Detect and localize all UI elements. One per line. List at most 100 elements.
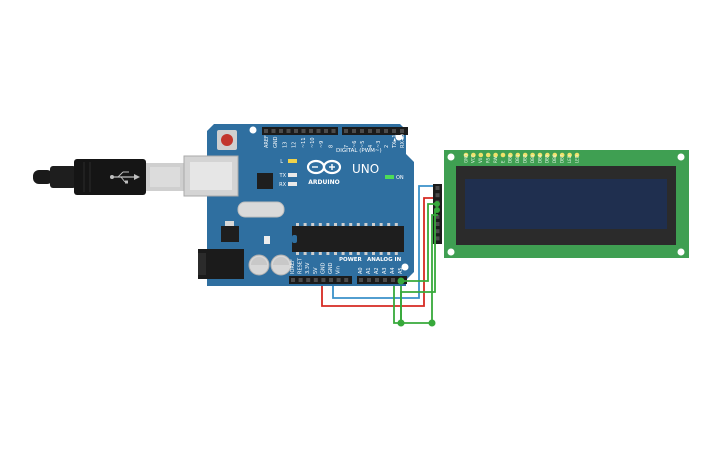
- lcd-mounting-hole: [677, 248, 685, 256]
- chip-pin: [394, 252, 398, 255]
- chip-pins-top: [296, 223, 398, 226]
- digital-pin-labels-right: 7 ~6 ~5 4 ~3 2 TX►1 RX◄0: [344, 134, 406, 149]
- usb-cable[interactable]: [33, 159, 184, 195]
- header-pin-hole[interactable]: [279, 129, 283, 133]
- lcd-mounting-hole: [447, 153, 455, 161]
- lcd-pin-pad[interactable]: [463, 152, 469, 158]
- header-pin-hole[interactable]: [291, 278, 295, 282]
- lcd-pin-pad[interactable]: [515, 152, 521, 158]
- mounting-hole: [249, 126, 257, 134]
- wire-node[interactable]: [434, 207, 440, 213]
- header-pin-hole[interactable]: [392, 129, 396, 133]
- capacitor-top: [251, 257, 267, 265]
- lcd-pin-pad[interactable]: [493, 152, 498, 158]
- side-header-pin-hole[interactable]: [435, 193, 440, 198]
- header-pin-hole[interactable]: [286, 129, 291, 133]
- header-pin-hole[interactable]: [391, 278, 395, 282]
- header-pin-hole[interactable]: [400, 129, 404, 133]
- header-pin-hole[interactable]: [375, 278, 379, 282]
- analog-header: [357, 276, 407, 284]
- pin-label-0: RX◄0: [400, 134, 406, 148]
- header-pin-hole[interactable]: [309, 129, 313, 133]
- header-pin-hole[interactable]: [316, 129, 321, 133]
- lcd-pin-label: GND: [463, 154, 468, 163]
- wires[interactable]: [321, 185, 440, 327]
- header-pin-hole[interactable]: [321, 278, 326, 282]
- led-rx-indicator: [288, 182, 297, 186]
- header-pin-hole[interactable]: [301, 129, 306, 133]
- wire-gnd-blue[interactable]: [332, 185, 433, 299]
- header-pin-hole[interactable]: [376, 129, 380, 133]
- header-pin-hole[interactable]: [367, 278, 371, 282]
- header-pin-hole[interactable]: [264, 129, 268, 133]
- usb-plug-metal-inner: [150, 167, 180, 187]
- chip-pin: [372, 223, 375, 226]
- lcd-pin-label: DB2: [523, 154, 528, 163]
- wire-5v-red[interactable]: [321, 197, 433, 307]
- lcd-pin-pad[interactable]: [471, 152, 476, 158]
- header-pin-hole[interactable]: [344, 278, 349, 282]
- side-header-pin-hole[interactable]: [435, 222, 440, 226]
- lcd-mounting-hole: [677, 153, 685, 161]
- lcd-pin-pad[interactable]: [485, 152, 491, 158]
- lcd-pin-pad[interactable]: [559, 152, 565, 158]
- chip-pin: [303, 223, 307, 226]
- header-pin-hole[interactable]: [352, 129, 356, 133]
- pin-label-2: 2: [384, 145, 390, 148]
- lcd-16x2-module[interactable]: GND VCC V0 RS RW E DB0 DB1 DB2 DB3 DB4 D…: [444, 150, 689, 258]
- lcd-pin-pad[interactable]: [567, 152, 572, 158]
- wire-node[interactable]: [434, 201, 440, 207]
- header-pin-hole[interactable]: [294, 129, 298, 133]
- header-pin-hole[interactable]: [360, 129, 364, 133]
- lcd-pin-pad[interactable]: [574, 152, 580, 158]
- header-pin-hole[interactable]: [313, 278, 318, 282]
- header-pin-hole[interactable]: [331, 129, 336, 133]
- digital-pin-labels-left: AREF GND 13 12 ~11 ~10 ~9 8: [264, 135, 334, 148]
- chip-pin: [387, 223, 391, 226]
- pin-label-a5: A5: [398, 267, 404, 274]
- dc-power-jack-front: [198, 253, 206, 275]
- header-pin-hole[interactable]: [324, 129, 328, 133]
- header-pin-hole[interactable]: [298, 278, 303, 282]
- lcd-pin-pad[interactable]: [530, 152, 535, 158]
- chip-pin: [296, 223, 299, 226]
- wire-node[interactable]: [397, 277, 405, 285]
- side-header-pin-hole[interactable]: [435, 186, 440, 190]
- side-header-pin-hole[interactable]: [435, 236, 440, 241]
- chip-pin: [318, 252, 322, 255]
- pin-label-a2: A2: [374, 267, 380, 274]
- lcd-pin-pad[interactable]: [478, 152, 484, 158]
- usb-symbol-icon: [110, 171, 140, 184]
- chip-pin: [311, 252, 315, 255]
- chip-pin: [341, 223, 345, 226]
- side-header-pin-hole[interactable]: [435, 229, 440, 234]
- pin-label-a0: A0: [358, 267, 364, 274]
- arduino-brand-label: ARDUINO: [308, 179, 339, 186]
- wire-sda-green[interactable]: [401, 203, 438, 282]
- header-pin-hole[interactable]: [306, 278, 311, 282]
- header-pin-hole[interactable]: [359, 278, 363, 282]
- lcd-pin-pad[interactable]: [508, 152, 513, 158]
- lcd-pin-pad[interactable]: [545, 152, 550, 158]
- side-header-pin-hole[interactable]: [435, 214, 440, 219]
- header-pin-hole[interactable]: [271, 129, 276, 133]
- chip-pin: [364, 223, 368, 226]
- header-pin-hole[interactable]: [383, 278, 387, 282]
- chip-pin: [379, 252, 383, 255]
- wire-node[interactable]: [397, 319, 405, 327]
- lcd-pin-pad[interactable]: [552, 152, 558, 158]
- header-pin-hole[interactable]: [344, 129, 348, 133]
- lcd-pin-pad[interactable]: [500, 152, 506, 158]
- arduino-uno-board[interactable]: L TX RX ON ARDUINO UNO DIGITAL (PWM~) PO…: [183, 124, 442, 286]
- header-pin-hole[interactable]: [384, 129, 388, 133]
- wire-node[interactable]: [428, 319, 436, 327]
- chip-pin: [387, 252, 391, 255]
- pin-label-13: 13: [282, 142, 288, 148]
- lcd-pin-pads[interactable]: [463, 152, 580, 158]
- lcd-pin-pad[interactable]: [537, 152, 543, 158]
- header-pin-hole[interactable]: [329, 278, 333, 282]
- header-pin-hole[interactable]: [368, 129, 372, 133]
- header-pin-hole[interactable]: [336, 278, 341, 282]
- lcd-pin-pad[interactable]: [522, 152, 528, 158]
